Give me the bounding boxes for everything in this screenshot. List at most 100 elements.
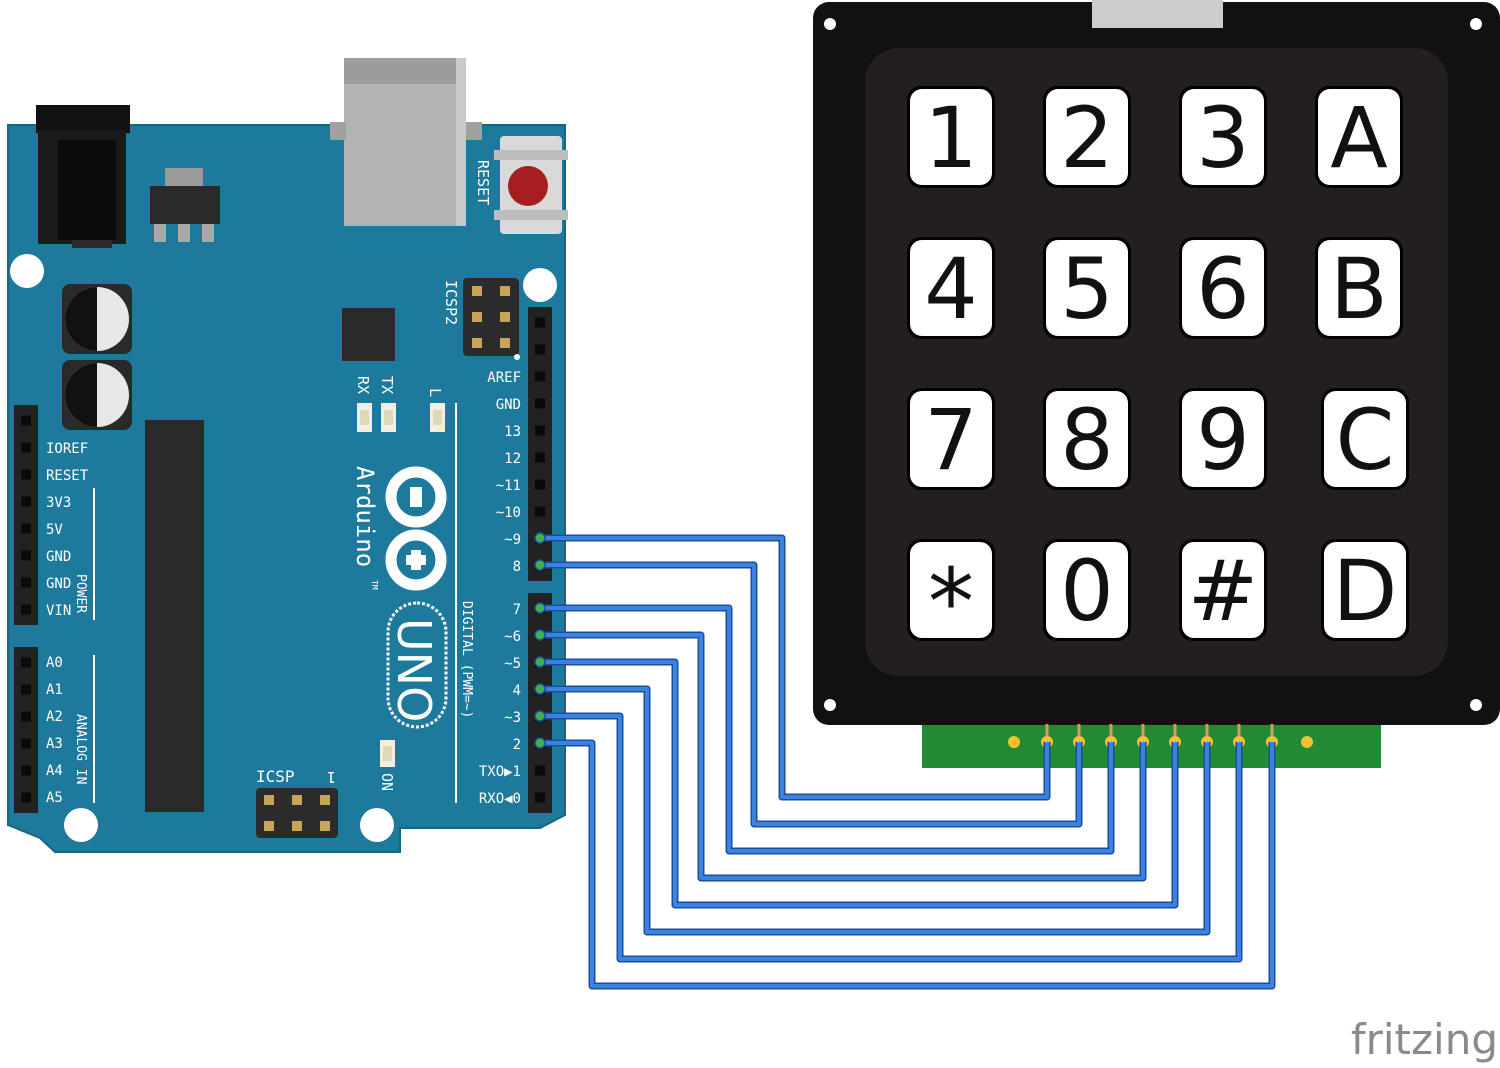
- pin-label: RXO◀0: [479, 791, 521, 807]
- keypad-key-label: 1: [924, 89, 977, 187]
- keypad-key-label: A: [1330, 89, 1387, 187]
- icsp2-label: ICSP2: [442, 280, 460, 325]
- pin-label: 13: [504, 424, 521, 440]
- pin-label: A3: [46, 736, 63, 752]
- keypad-key[interactable]: 3: [1179, 86, 1267, 188]
- arduino-uno-board: RESET ICSP2: [7, 58, 568, 853]
- power-header-pin: [21, 523, 31, 534]
- pin-label: VIN: [46, 603, 71, 619]
- keypad-key-label: B: [1330, 240, 1388, 338]
- wire[interactable]: [540, 741, 1274, 988]
- pin-label: ~6: [504, 629, 521, 645]
- wire[interactable]: [540, 687, 1209, 934]
- keypad-key[interactable]: #: [1179, 539, 1267, 641]
- power-header: [14, 405, 38, 625]
- wire[interactable]: [540, 536, 1049, 799]
- keypad-mount-hole: [824, 18, 836, 30]
- keypad-key[interactable]: 1: [907, 86, 995, 188]
- icsp2-pin: [500, 312, 510, 322]
- pin-label: A2: [46, 709, 63, 725]
- analog-header: [14, 647, 38, 813]
- keypad-key-label: 3: [1196, 89, 1249, 187]
- keypad-tab: [1092, 0, 1223, 28]
- arduino-infinity-logo: [385, 466, 447, 591]
- icsp-pin: [320, 821, 330, 831]
- keypad-key[interactable]: D: [1321, 539, 1409, 641]
- icsp-header: [256, 788, 338, 838]
- power-header-pin: [21, 496, 31, 507]
- keypad-key[interactable]: C: [1321, 388, 1409, 490]
- keypad-key[interactable]: 0: [1043, 539, 1131, 641]
- pin-label: GND: [46, 549, 71, 565]
- keypad-key[interactable]: 9: [1179, 388, 1267, 490]
- mounting-hole: [360, 808, 394, 842]
- tx-led: [381, 403, 396, 432]
- l-label: L: [426, 388, 444, 397]
- digital-header-pin: [535, 398, 545, 409]
- digital-header-pin: [535, 506, 545, 517]
- connected-pin: [534, 629, 546, 641]
- reset-button[interactable]: [494, 136, 568, 234]
- icsp2-pin: [472, 338, 482, 348]
- trademark-label: TM: [370, 580, 379, 590]
- digital-header-pin: [535, 425, 545, 436]
- keypad-key[interactable]: 2: [1043, 86, 1131, 188]
- pin-label: ~10: [496, 505, 521, 521]
- brand-label: Arduino: [351, 466, 379, 567]
- keypad-key[interactable]: 8: [1043, 388, 1131, 490]
- usb-connector: [330, 58, 482, 226]
- analog-header-pin: [21, 765, 31, 776]
- tx-label: TX: [378, 376, 396, 394]
- pin-label: 3V3: [46, 495, 71, 511]
- voltage-regulator: [150, 168, 220, 242]
- uno-badge: [386, 601, 448, 729]
- dc-power-jack: [36, 105, 130, 248]
- keypad-key[interactable]: 5: [1043, 237, 1131, 339]
- pin-label: ~5: [504, 656, 521, 672]
- mounting-hole: [10, 254, 44, 288]
- connected-pin: [534, 683, 546, 695]
- keypad-mount-pad: [1008, 736, 1020, 748]
- pin-label: ~9: [504, 532, 521, 548]
- keypad-key-label: 9: [1196, 391, 1249, 489]
- power-header-pin: [21, 577, 31, 588]
- wire[interactable]: [540, 714, 1241, 961]
- atmega-chip: [145, 420, 204, 812]
- icsp-pin: [264, 821, 274, 831]
- keypad-mount-hole: [824, 699, 836, 711]
- power-header-pin: [21, 550, 31, 561]
- keypad-key[interactable]: B: [1315, 237, 1403, 339]
- keypad-key[interactable]: A: [1315, 86, 1403, 188]
- pin-label: 4: [513, 683, 521, 699]
- keypad-key-label: *: [928, 549, 974, 656]
- icsp-pin: [320, 795, 330, 805]
- wire[interactable]: [540, 563, 1081, 826]
- pin-label: IOREF: [46, 441, 88, 457]
- icsp2-pin: [500, 286, 510, 296]
- capacitor: [62, 360, 132, 430]
- digital-header-pin: [535, 317, 545, 328]
- keypad-key[interactable]: 4: [907, 237, 995, 339]
- pin-label: GND: [496, 397, 521, 413]
- usb-chip: [342, 308, 395, 361]
- capacitor: [62, 284, 132, 354]
- pin-label: 8: [513, 559, 521, 575]
- keypad-key-label: C: [1336, 391, 1395, 489]
- wires: [540, 534, 1276, 990]
- pin-label: 2: [513, 737, 521, 753]
- icsp2-header: [463, 278, 519, 356]
- mounting-hole: [64, 808, 98, 842]
- digital-header-pin: [535, 479, 545, 490]
- analog-label: ANALOG IN: [73, 714, 88, 784]
- wire[interactable]: [540, 606, 1113, 853]
- keypad-key[interactable]: 6: [1179, 237, 1267, 339]
- pin-label: A5: [46, 790, 63, 806]
- icsp-label: ICSP: [256, 767, 295, 786]
- wire[interactable]: [540, 633, 1145, 880]
- keypad-key[interactable]: *: [907, 539, 995, 656]
- wire[interactable]: [540, 660, 1177, 907]
- keypad-key[interactable]: 7: [907, 388, 995, 490]
- icsp-pin: [264, 795, 274, 805]
